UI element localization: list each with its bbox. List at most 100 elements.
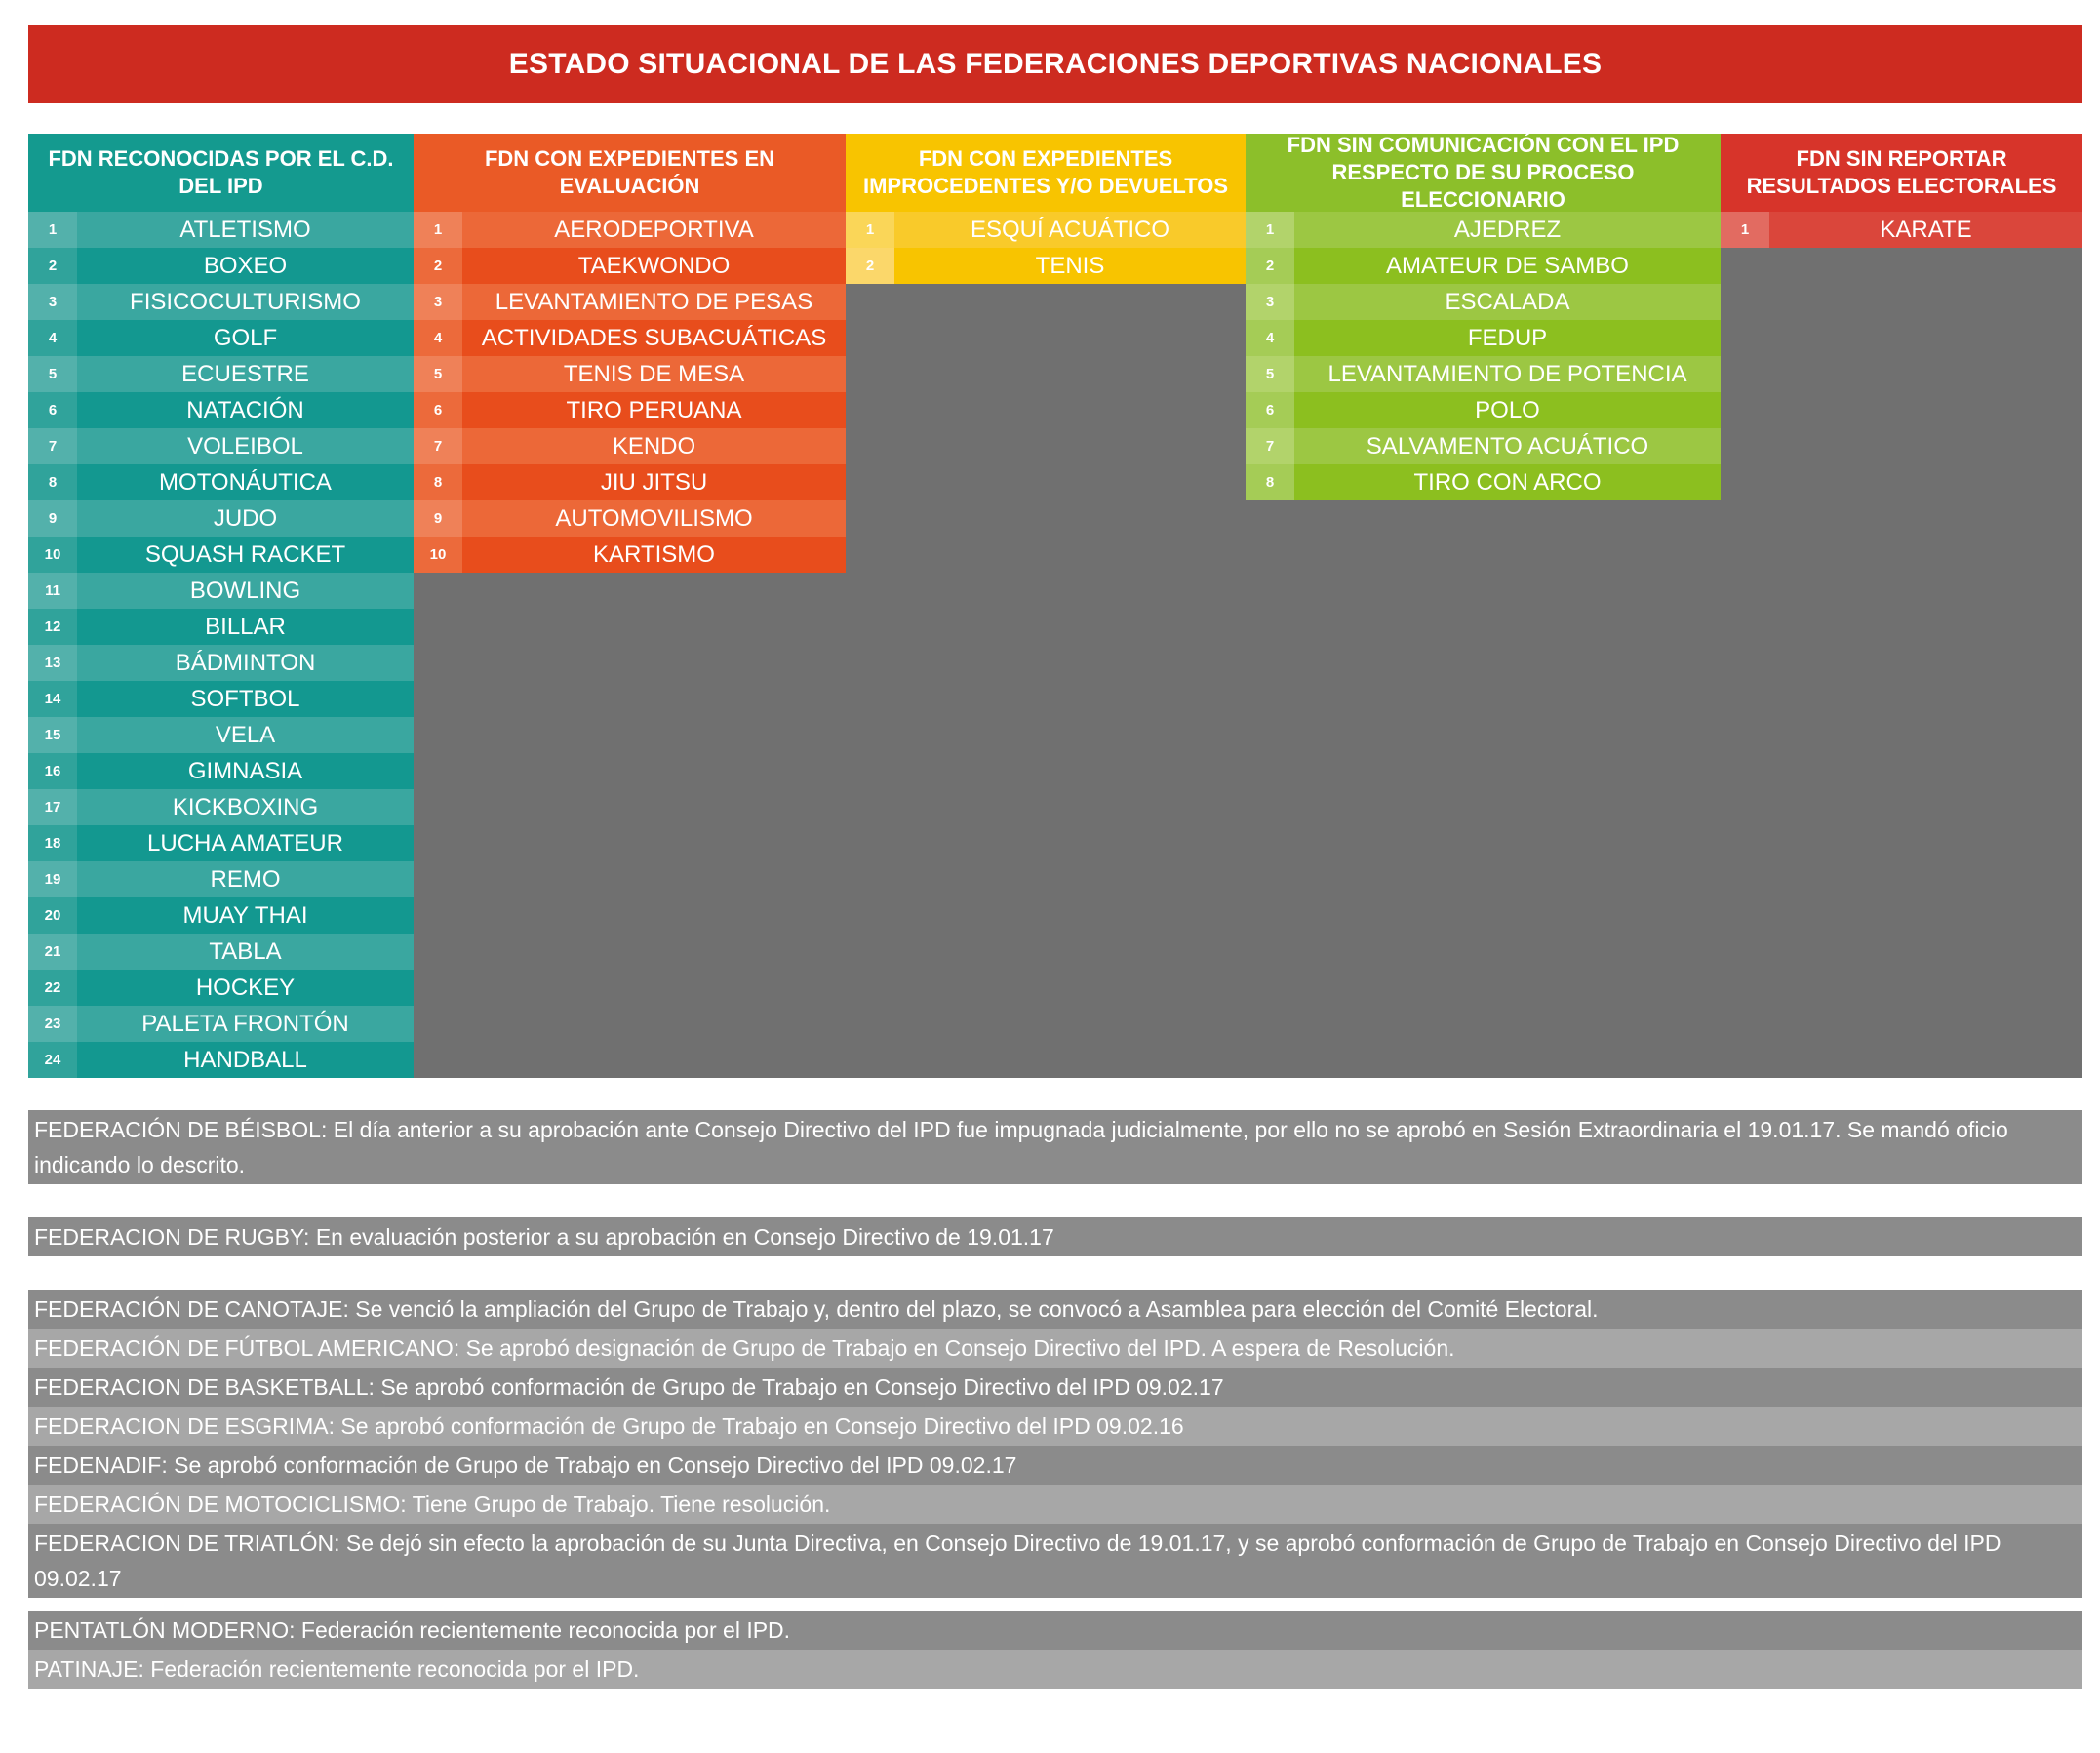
- item-name: AUTOMOVILISMO: [462, 500, 846, 537]
- item-number: 4: [28, 320, 77, 356]
- item-number: 16: [28, 753, 77, 789]
- note-row: FEDERACIÓN DE BÉISBOL: El día anterior a…: [28, 1110, 2082, 1184]
- item-number: 1: [28, 212, 77, 248]
- item-name: AMATEUR DE SAMBO: [1294, 248, 1721, 284]
- column-no-communication: FDN SIN COMUNICACIÓN CON EL IPD RESPECTO…: [1246, 133, 1721, 500]
- item-name: TENIS: [894, 248, 1246, 284]
- item-name: TIRO PERUANA: [462, 392, 846, 428]
- item-name: BOXEO: [77, 248, 414, 284]
- item-number: 3: [28, 284, 77, 320]
- item-number: 1: [414, 212, 462, 248]
- item-number: 19: [28, 861, 77, 897]
- item-number: 4: [1246, 320, 1294, 356]
- column-header: FDN CON EXPEDIENTES IMPROCEDENTES Y/O DE…: [846, 134, 1246, 212]
- item-number: 24: [28, 1042, 77, 1078]
- item-name: TIRO CON ARCO: [1294, 464, 1721, 500]
- item-name: TABLA: [77, 934, 414, 970]
- item-number: 2: [1246, 248, 1294, 284]
- item-name: BILLAR: [77, 609, 414, 645]
- item-name: KARATE: [1769, 212, 2082, 248]
- item-name: ESQUÍ ACUÁTICO: [894, 212, 1246, 248]
- note-row: PENTATLÓN MODERNO: Federación recienteme…: [28, 1611, 2082, 1650]
- item-number: 3: [1246, 284, 1294, 320]
- item-number: 7: [414, 428, 462, 464]
- column-header: FDN SIN REPORTAR RESULTADOS ELECTORALES: [1721, 134, 2082, 212]
- item-name: HOCKEY: [77, 970, 414, 1006]
- item-number: 2: [846, 248, 894, 284]
- item-number: 6: [414, 392, 462, 428]
- item-number: 13: [28, 645, 77, 681]
- item-number: 10: [28, 537, 77, 573]
- item-number: 18: [28, 825, 77, 861]
- item-number: 7: [1246, 428, 1294, 464]
- item-name: ATLETISMO: [77, 212, 414, 248]
- item-number: 14: [28, 681, 77, 717]
- item-number: 8: [1246, 464, 1294, 500]
- column-improcedent: FDN CON EXPEDIENTES IMPROCEDENTES Y/O DE…: [846, 134, 1246, 284]
- item-name: LEVANTAMIENTO DE PESAS: [462, 284, 846, 320]
- item-number: 2: [28, 248, 77, 284]
- item-name: JIU JITSU: [462, 464, 846, 500]
- item-number: 20: [28, 897, 77, 934]
- item-number: 1: [1246, 212, 1294, 248]
- note-row: FEDERACIÓN DE FÚTBOL AMERICANO: Se aprob…: [28, 1329, 2082, 1368]
- item-name: VOLEIBOL: [77, 428, 414, 464]
- item-name: FEDUP: [1294, 320, 1721, 356]
- item-number: 6: [28, 392, 77, 428]
- item-number: 22: [28, 970, 77, 1006]
- item-name: JUDO: [77, 500, 414, 537]
- item-name: NATACIÓN: [77, 392, 414, 428]
- item-name: POLO: [1294, 392, 1721, 428]
- item-name: GOLF: [77, 320, 414, 356]
- item-name: ECUESTRE: [77, 356, 414, 392]
- item-number: 15: [28, 717, 77, 753]
- note-row: FEDERACION DE ESGRIMA: Se aprobó conform…: [28, 1407, 2082, 1446]
- note-row: FEDERACION DE BASKETBALL: Se aprobó conf…: [28, 1368, 2082, 1407]
- item-number: 5: [414, 356, 462, 392]
- page-title: ESTADO SITUACIONAL DE LAS FEDERACIONES D…: [28, 25, 2082, 103]
- item-number: 9: [414, 500, 462, 537]
- item-number: 17: [28, 789, 77, 825]
- item-number: 3: [414, 284, 462, 320]
- notes-group-4: PENTATLÓN MODERNO: Federación recienteme…: [28, 1611, 2082, 1689]
- item-name: BÁDMINTON: [77, 645, 414, 681]
- item-name: HANDBALL: [77, 1042, 414, 1078]
- item-name: ESCALADA: [1294, 284, 1721, 320]
- item-number: 4: [414, 320, 462, 356]
- item-name: SALVAMENTO ACUÁTICO: [1294, 428, 1721, 464]
- item-name: PALETA FRONTÓN: [77, 1006, 414, 1042]
- item-name: SQUASH RACKET: [77, 537, 414, 573]
- item-name: MOTONÁUTICA: [77, 464, 414, 500]
